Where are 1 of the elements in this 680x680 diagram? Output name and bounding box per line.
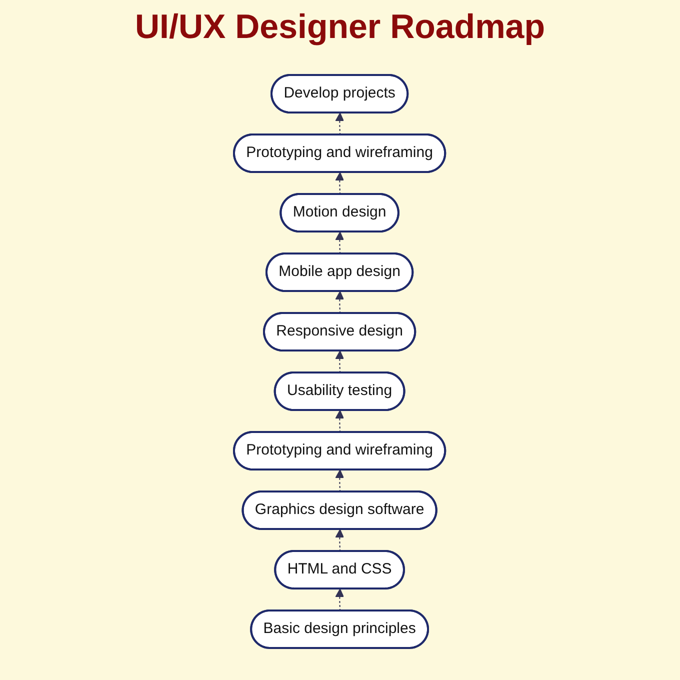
title: UI/UX Designer Roadmap — [134, 8, 546, 47]
